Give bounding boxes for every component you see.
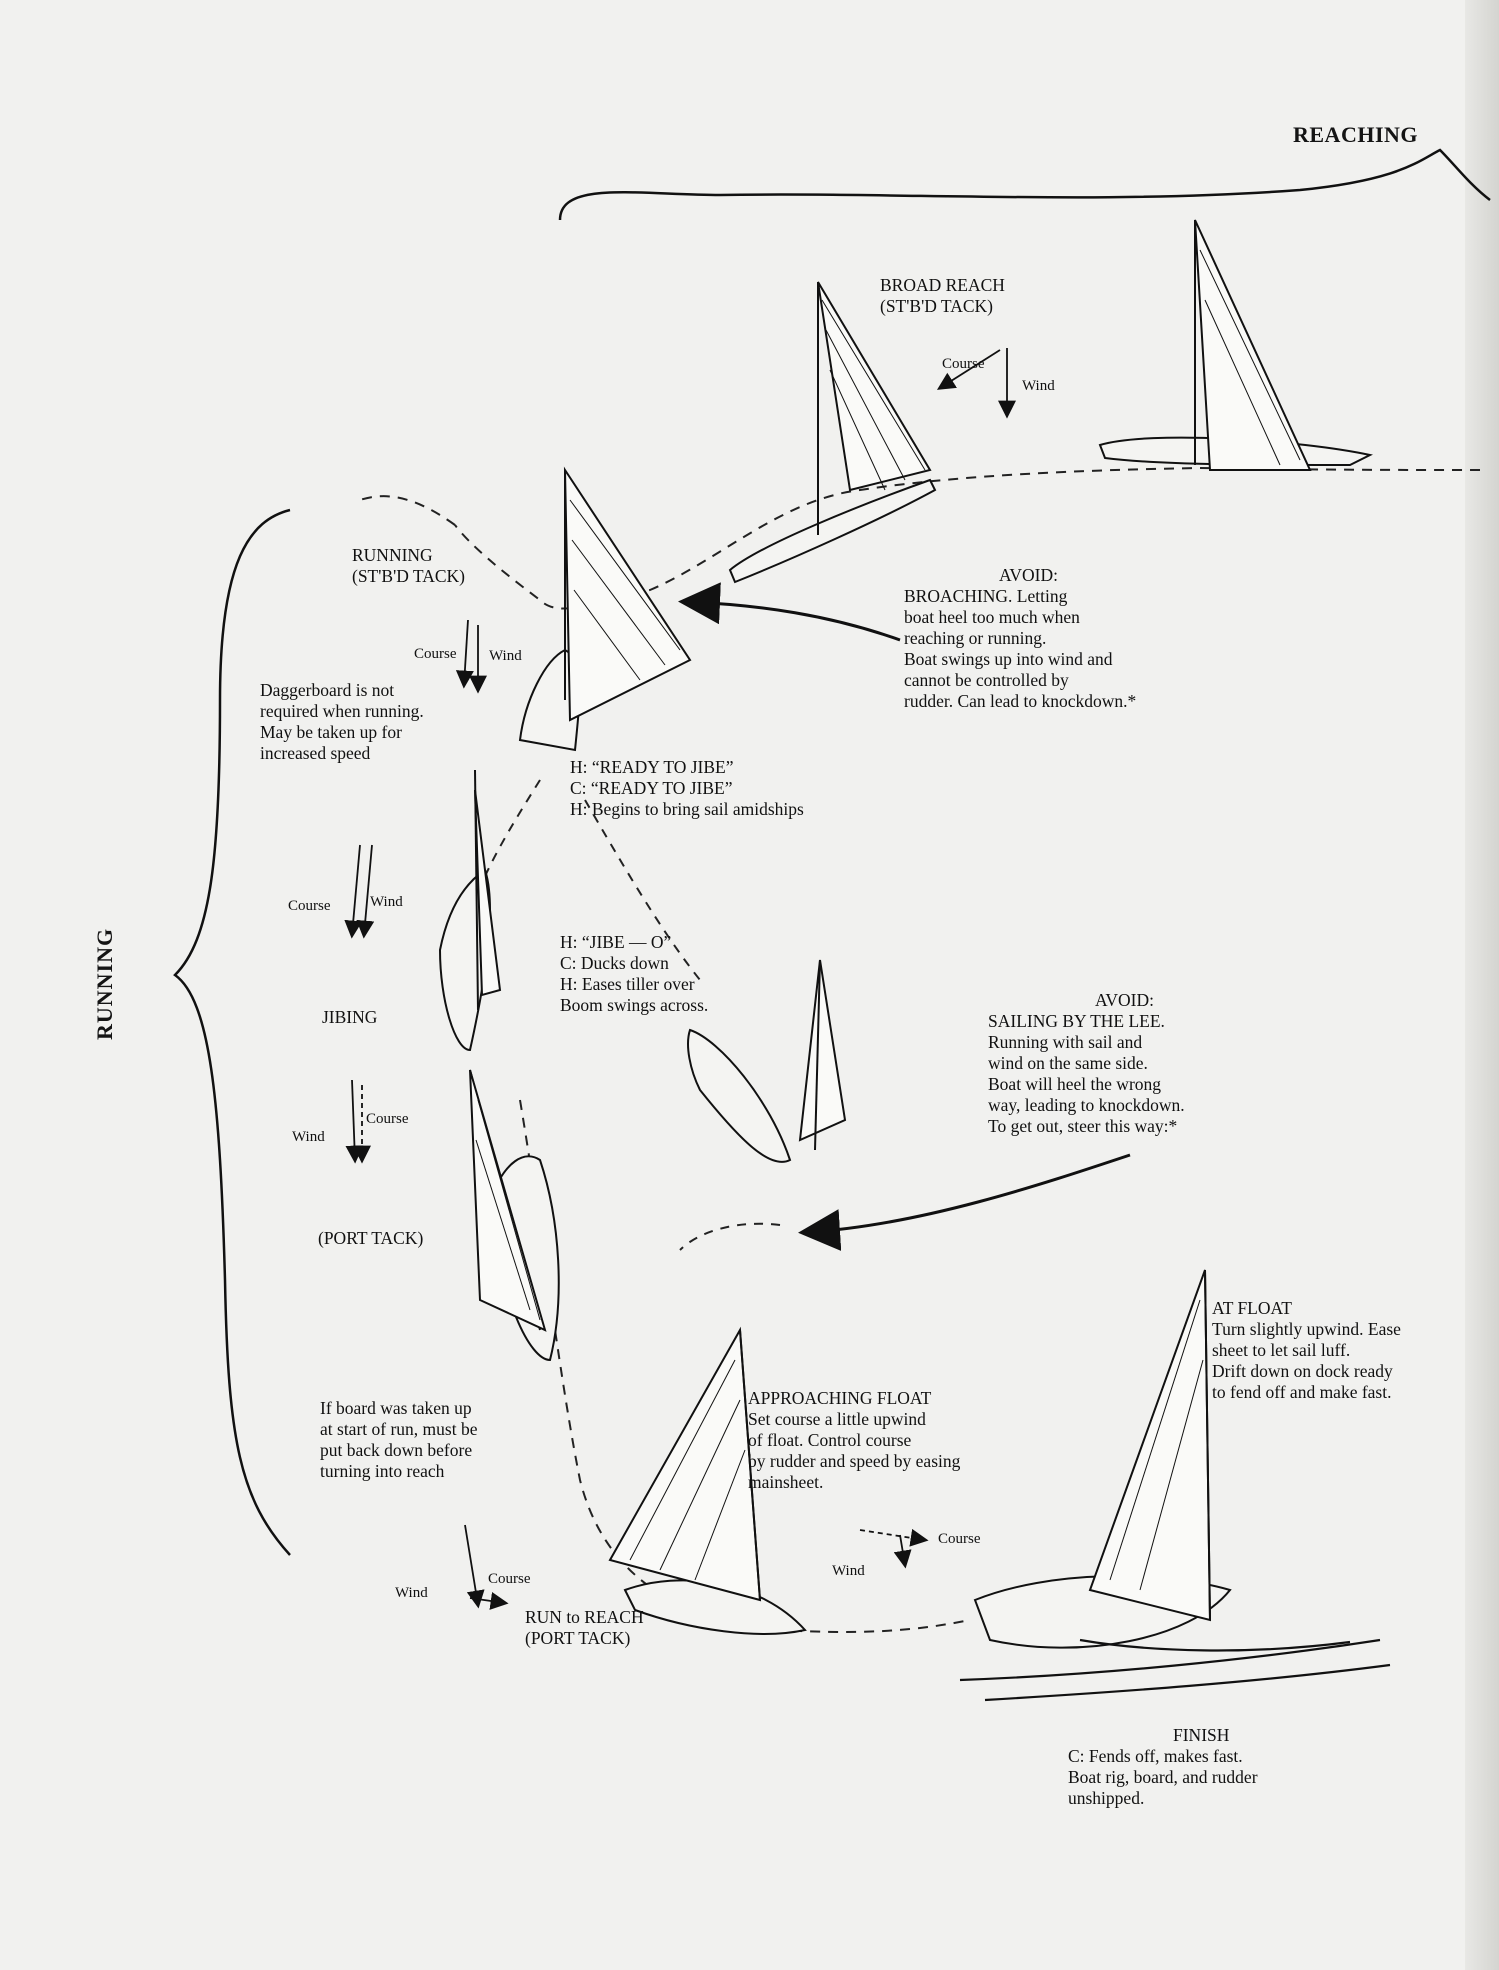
label-broad-reach: BROAD REACH (ST'B'D TACK) [880,275,1005,316]
heading-reaching: REACHING [1293,122,1419,147]
label-approaching-float: APPROACHING FLOAT Set course a little up… [748,1388,961,1492]
avoid-lee-arrow [798,1153,1131,1252]
label-jibe-o: H: “JIBE — O” C: Ducks down H: Eases til… [560,932,709,1015]
arrow-label-course-running: Course [414,646,457,662]
label-avoid-lee: AVOID: SAILING BY THE LEE. Running with … [988,990,1185,1136]
arrows-jibing-upper [344,844,375,939]
boat-jibing [438,769,502,1052]
heading-running: RUNNING [92,927,117,1040]
boat-running [518,466,692,752]
label-ready-to-jibe: H: “READY TO JIBE” C: “READY TO JIBE” H:… [570,757,804,819]
label-jibing: JIBING [322,1007,378,1027]
label-port-tack: (PORT TACK) [318,1228,424,1248]
boat-approaching [608,1326,807,1635]
arrow-label-wind-running: Wind [489,648,522,664]
boat-broad-reach-1 [728,281,937,584]
arrow-label-course-approach: Course [938,1531,981,1547]
page-edge-shadow [1465,0,1499,1970]
running-brace [173,508,291,1556]
label-board-note: If board was taken up at start of run, m… [320,1398,478,1481]
arrows-approach [859,1528,929,1569]
reaching-brace [558,148,1491,221]
boat-at-float [973,1269,1232,1649]
boat-boom-swing [687,959,847,1163]
arrow-label-wind-approach: Wind [832,1563,865,1579]
arrow-label-wind-jibe-lower: Wind [292,1129,325,1145]
label-daggerboard-note: Daggerboard is not required when running… [260,680,424,763]
arrow-label-course-broad: Course [942,356,985,372]
dock [959,1638,1391,1702]
avoid-broaching-arrow [678,582,901,642]
label-at-float: AT FLOAT Turn slightly upwind. Ease shee… [1212,1298,1401,1402]
arrow-label-wind-jibe: Wind [370,894,403,910]
arrow-label-course-run-reach: Course [488,1571,531,1587]
course-path-4 [584,799,701,981]
label-running: RUNNING (ST'B'D TACK) [352,545,465,586]
label-avoid-broaching: AVOID: BROACHING. Letting boat heel too … [904,565,1137,711]
arrow-label-wind-run-reach: Wind [395,1585,428,1601]
arrows-running [455,619,487,694]
label-run-to-reach: RUN to REACH (PORT TACK) [525,1607,644,1648]
arrows-run-to-reach [464,1524,509,1610]
arrows-jibing-lower [345,1079,371,1164]
boat-broad-reach-2 [1098,219,1373,471]
label-finish: FINISH C: Fends off, makes fast. Boat ri… [1068,1725,1258,1808]
arrow-label-course-jibe: Course [288,898,331,914]
course-path-6 [679,1222,781,1251]
arrow-label-wind-broad: Wind [1022,378,1055,394]
boat-port-tack [469,1069,560,1362]
course-path-2 [359,495,456,526]
arrows-broad-reach [936,348,1016,419]
arrow-label-course-jibe-lower: Course [366,1111,409,1127]
